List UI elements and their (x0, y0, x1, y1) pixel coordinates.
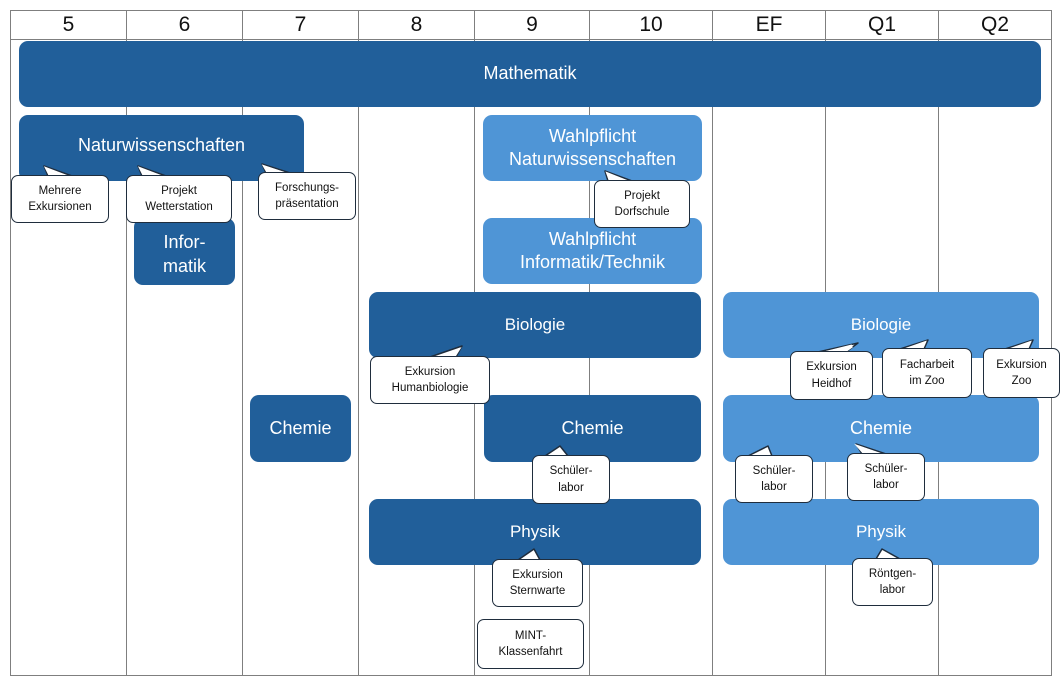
grade-header-6: 6 (178, 13, 191, 36)
callout-roentgenlabor: Röntgen- labor (852, 558, 933, 606)
subject-wahlpflicht-naturwissenschaften: Wahlpflicht Naturwissenschaften (483, 115, 702, 181)
callout-exkursion-humanbiologie: Exkursion Humanbiologie (370, 356, 490, 404)
grade-header-5: 5 (62, 13, 75, 36)
grade-header-q1: Q1 (867, 13, 896, 36)
grade-header-8: 8 (410, 13, 423, 36)
header-divider (10, 39, 1052, 40)
callout-schuelerlabor-sek1: Schüler- labor (532, 455, 610, 504)
subject-mathematik: Mathematik (19, 41, 1041, 107)
callout-exkursion-heidhof: Exkursion Heidhof (790, 351, 873, 400)
callout-mint-klassenfahrt: MINT- Klassenfahrt (477, 619, 584, 669)
callout-schuelerlabor-ef: Schüler- labor (735, 455, 813, 503)
callout-facharbeit-zoo: Facharbeit im Zoo (882, 348, 972, 398)
grade-header-7: 7 (294, 13, 307, 36)
grid-line (712, 10, 713, 676)
timeline-frame (10, 10, 1052, 676)
grade-header-ef: EF (755, 13, 783, 36)
subject-chemie-sek1: Chemie (484, 395, 701, 462)
grid-line (126, 10, 127, 676)
subject-chemie-7: Chemie (250, 395, 351, 462)
grid-line (242, 10, 243, 676)
callout-schuelerlabor-q1: Schüler- labor (847, 453, 925, 501)
callout-mehrere-exkursionen: Mehrere Exkursionen (11, 175, 109, 223)
callout-exkursion-sternwarte: Exkursion Sternwarte (492, 559, 583, 607)
subject-naturwissenschaften: Naturwissenschaften (19, 115, 304, 181)
subject-wahlpflicht-informatik: Wahlpflicht Informatik/Technik (483, 218, 702, 284)
grade-header-9: 9 (526, 13, 538, 36)
callout-exkursion-zoo: Exkursion Zoo (983, 348, 1060, 398)
grid-line (358, 10, 359, 676)
subject-biologie-sek2: Biologie (723, 292, 1039, 358)
callout-projekt-dorfschule: Projekt Dorfschule (594, 180, 690, 228)
subject-biologie-sek1: Biologie (369, 292, 701, 358)
subject-chemie-sek2: Chemie (723, 395, 1039, 462)
subject-informatik: Infor- matik (134, 218, 235, 285)
grade-header-q2: Q2 (980, 13, 1009, 36)
grade-header-10: 10 (639, 13, 663, 36)
callout-forschungspraesentation: Forschungs- präsentation (258, 172, 356, 220)
callout-projekt-wetterstation: Projekt Wetterstation (126, 175, 232, 223)
